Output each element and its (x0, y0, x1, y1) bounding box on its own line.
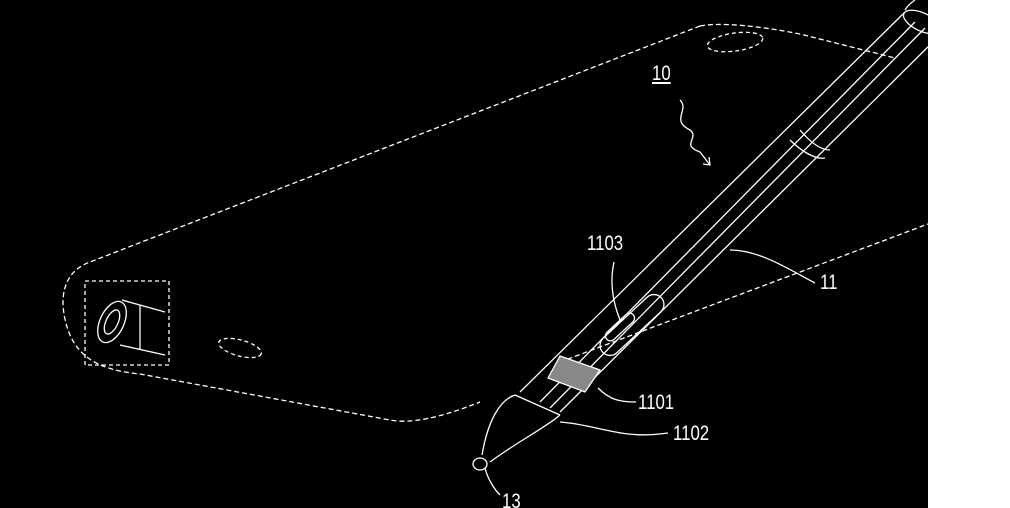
leader-11 (729, 249, 816, 284)
arrow-10 (699, 151, 711, 166)
leader-13 (484, 467, 501, 496)
drawing-area: 10 1103 11 1101 1102 13 (0, 0, 929, 508)
label-button: 1103 (587, 232, 624, 255)
leader-10 (679, 99, 701, 153)
side-button (599, 293, 665, 357)
grip-band (547, 355, 602, 393)
leader-1102 (559, 421, 669, 436)
stylus-pen (472, 9, 942, 471)
detail-box (84, 280, 170, 366)
device-outline (62, 23, 929, 422)
leader-1103 (611, 261, 621, 321)
label-grip-band: 1101 (638, 391, 675, 414)
label-device: 10 (652, 62, 671, 85)
label-tip-ring: 1102 (673, 422, 710, 445)
camera-icon (97, 299, 166, 356)
label-tip: 13 (502, 490, 521, 508)
leader-top (904, 0, 916, 11)
speaker-icon (706, 31, 764, 53)
leader-1101 (597, 387, 637, 403)
sensor-icon (217, 337, 263, 359)
label-pen: 11 (820, 271, 838, 294)
pen-tip (472, 457, 488, 471)
